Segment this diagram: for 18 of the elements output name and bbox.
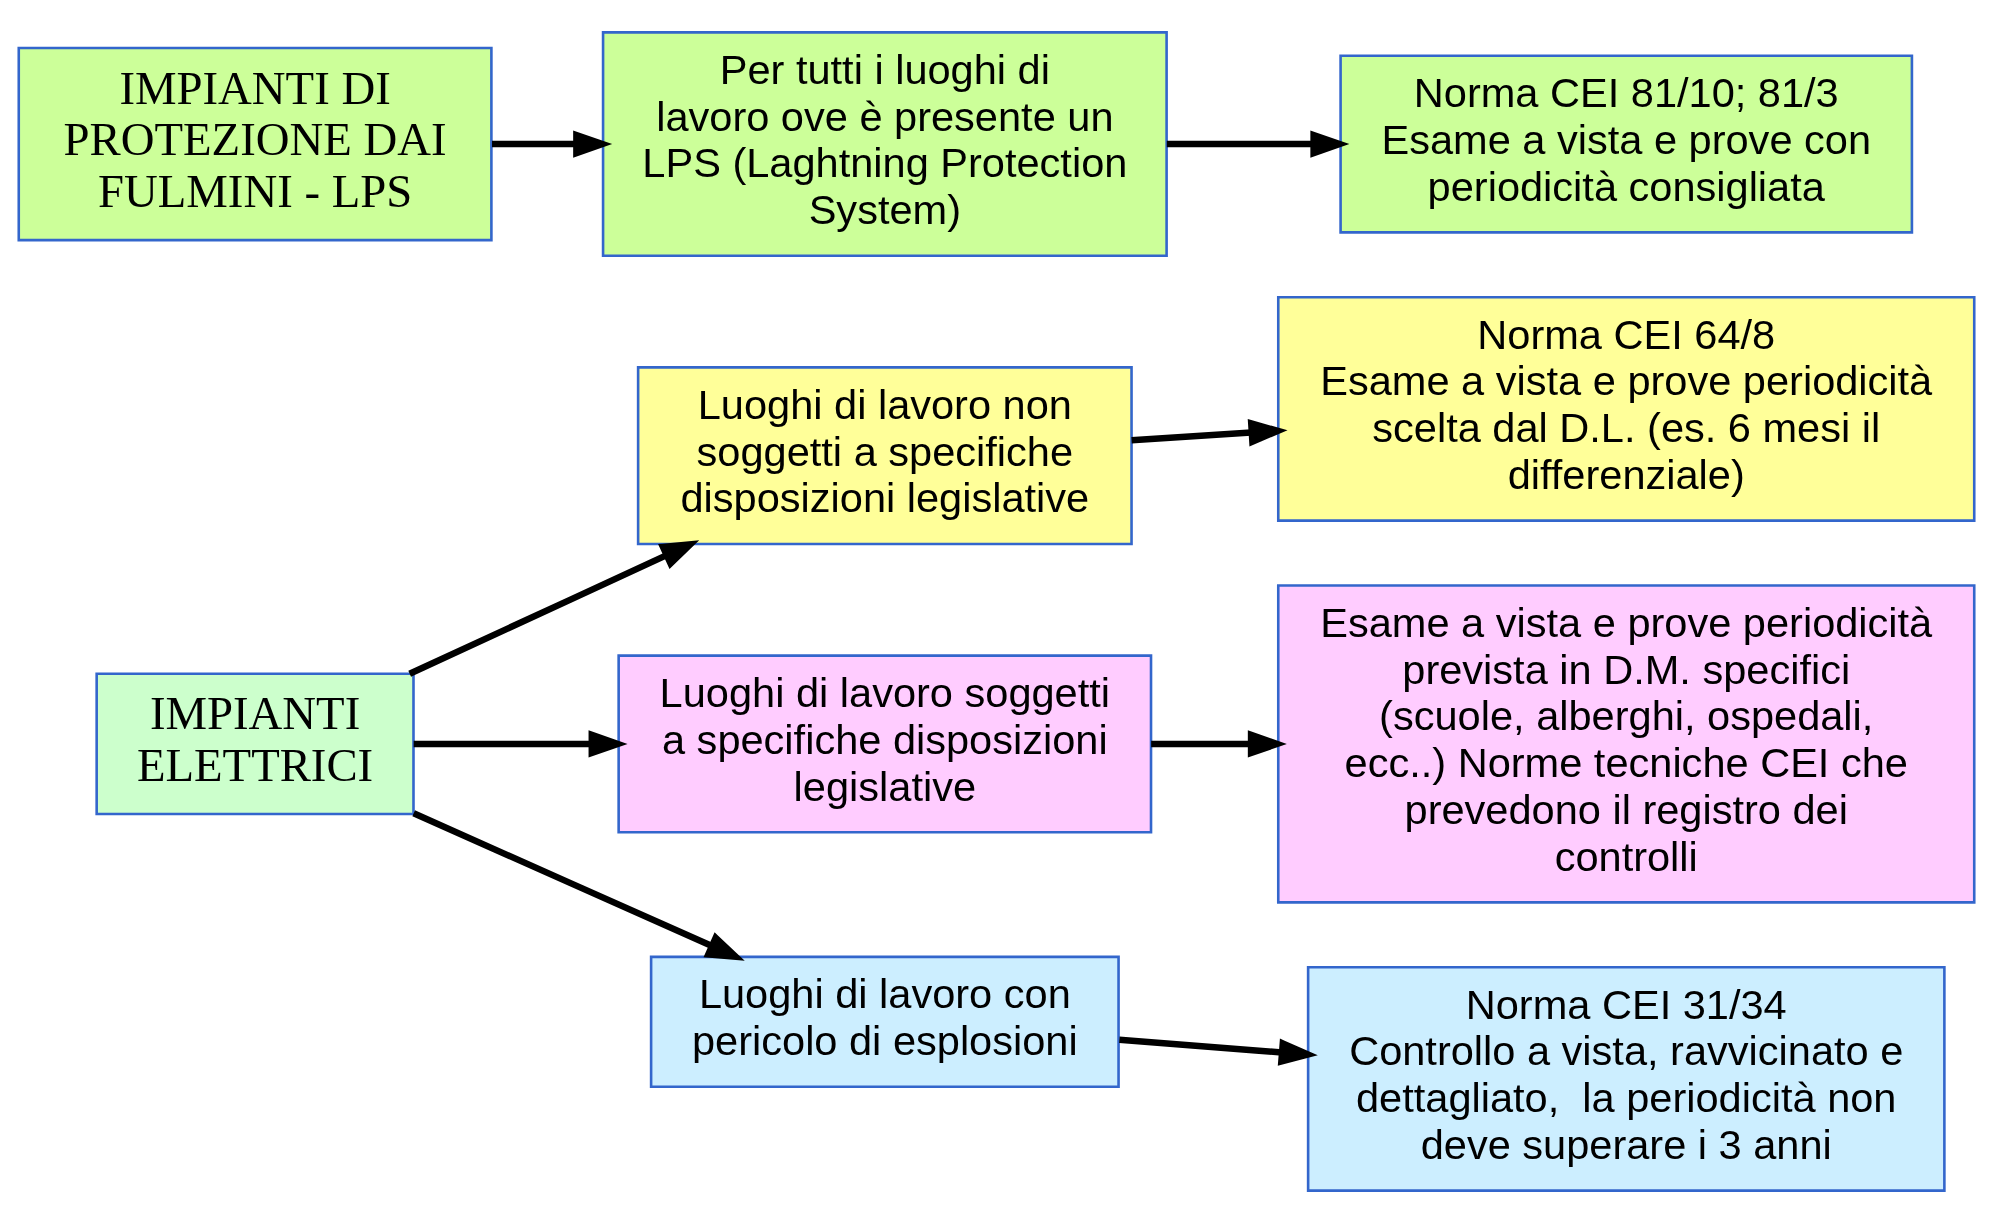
node-box: IMPIANTI DI PROTEZIONE DAI FULMINI - LPS <box>17 46 493 242</box>
node-box: Norma CEI 31/34 Controllo a vista, ravvicinato e dettagliato, la periodicità non deve superare i 3 anni <box>1306 966 1946 1192</box>
node-box: Norma CEI 81/10; 81/3 Esame a vista e prove con periodicità consigliata <box>1339 54 1914 234</box>
node-box: Luoghi di lavoro soggetti a specifiche disposizioni legislative <box>617 654 1153 834</box>
arrow <box>412 810 745 961</box>
node-box: Esame a vista e prove periodicità prevista in D.M. specifici (scuole, alberghi, ospedali, ecc..) Norme tecniche CEI che prevedono il registro dei controlli <box>1276 584 1976 904</box>
arrow <box>408 540 700 677</box>
arrow <box>492 130 613 158</box>
node-box: Norma CEI 64/8 Esame a vista e prove periodicità scelta dal D.L. (es. 6 mesi il differenziale) <box>1276 295 1976 522</box>
node-box: Luoghi di lavoro non soggetti a specifiche disposizioni legislative <box>636 366 1133 546</box>
arrow <box>1131 419 1288 447</box>
arrow <box>413 730 628 758</box>
arrow <box>1166 130 1350 158</box>
node-box: Luoghi di lavoro con pericolo di esplosioni <box>649 955 1120 1089</box>
arrow <box>1151 730 1287 758</box>
node-box: Per tutti i luoghi di lavoro ove è presente un LPS (Laghtning Protection System) <box>601 31 1168 257</box>
arrow <box>1119 1036 1318 1066</box>
node-box: IMPIANTI ELETTRICI <box>95 672 415 816</box>
